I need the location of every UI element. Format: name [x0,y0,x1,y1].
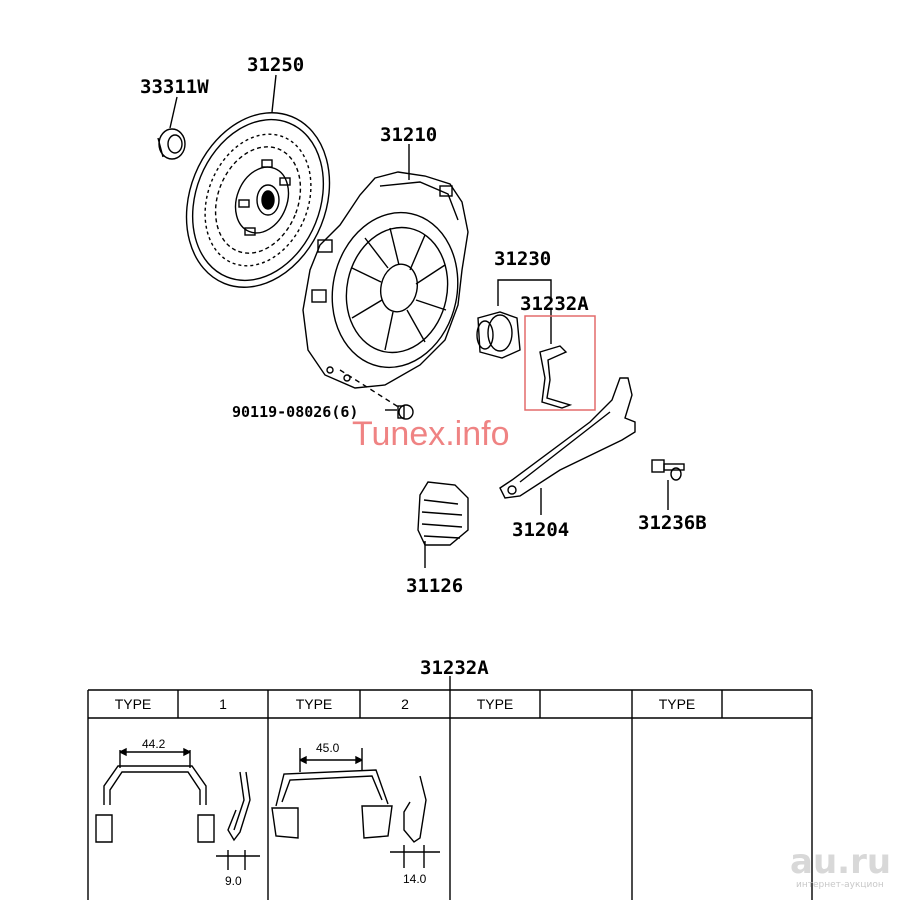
leader-33311w [169,96,178,129]
au-logo-subtitle: интернет-аукцион [796,880,884,890]
header-type-3: TYPE [476,696,514,712]
dim-type1-depth: 9.0 [225,874,242,888]
leader-31230 [497,279,552,306]
table-caption: 31232A [420,657,489,679]
label-31232a: 31232A [520,293,589,315]
label-90119: 90119-08026(6) [232,403,359,421]
header-value-1: 1 [219,696,227,712]
label-33311w: 33311W [140,76,209,98]
label-31204: 31204 [512,519,570,541]
header-type-4: TYPE [658,696,696,712]
dim-type2-depth: 14.0 [403,872,427,886]
label-31126: 31126 [406,575,464,597]
leader-31250 [271,74,277,113]
highlight-box [524,315,596,411]
header-type-1: TYPE [114,696,152,712]
header-type-2: TYPE [295,696,333,712]
pressure-plate-31210 [302,171,469,389]
type-table [87,676,813,900]
clip-type-1-drawing [95,747,260,870]
release-bearing-31230 [476,311,521,359]
label-31210: 31210 [380,124,438,146]
clutch-disc-31250 [185,112,331,288]
label-31250: 31250 [247,54,305,76]
release-fork-31204 [499,377,636,499]
fork-support-31236b [651,459,685,481]
bolt-90119 [397,404,414,420]
au-logo: au.ru [790,842,892,882]
header-value-2: 2 [401,696,409,712]
clip-31232a [539,345,573,409]
clip-type-2-drawing [271,748,440,868]
label-31230: 31230 [494,248,552,270]
dim-type1-width: 44.2 [142,737,166,751]
pilot-bearing-33311w [157,128,186,160]
tunex-watermark: Tunex.info [352,415,510,453]
label-31236b: 31236B [638,512,707,534]
boot-31126 [417,481,469,546]
dim-type2-width: 45.0 [316,741,340,755]
